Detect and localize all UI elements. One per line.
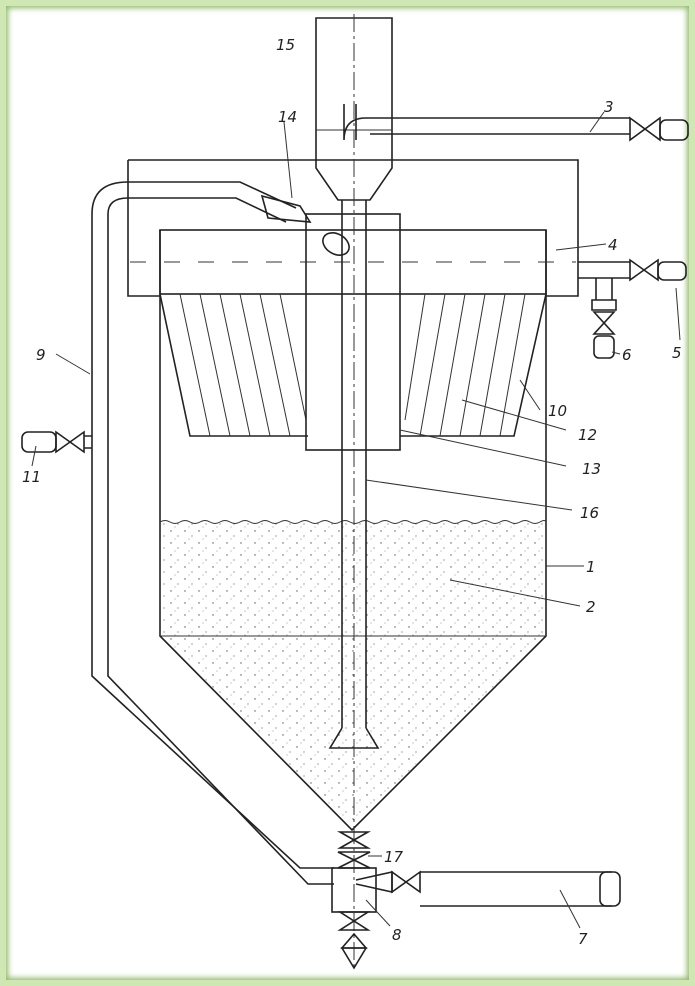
label-4: 4 [608, 236, 618, 254]
central-pipe [328, 14, 380, 970]
label-17: 17 [384, 848, 404, 866]
label-10: 10 [548, 402, 567, 420]
label-14: 14 [278, 108, 297, 126]
leader-lines [31, 111, 681, 929]
reference-numbers: 1 2 3 4 5 6 7 8 9 10 11 12 13 14 15 16 1… [22, 36, 682, 948]
label-12: 12 [578, 426, 597, 444]
label-1: 1 [586, 558, 596, 576]
valve-3 [629, 116, 689, 142]
lamella-separator [159, 293, 547, 437]
bottom-assembly [331, 831, 621, 970]
label-8: 8 [392, 926, 402, 944]
return-pipe [21, 181, 334, 885]
label-3: 3 [604, 98, 614, 116]
top-tank [127, 159, 579, 297]
inclined-pipe [128, 181, 350, 256]
label-13: 13 [582, 460, 601, 478]
vessel-body [159, 230, 547, 832]
label-15: 15 [276, 36, 295, 54]
label-2: 2 [586, 598, 596, 616]
label-11: 11 [22, 468, 41, 486]
label-5: 5 [672, 344, 682, 362]
label-9: 9 [36, 346, 46, 364]
central-sleeve [305, 213, 401, 451]
feed-hopper [315, 17, 630, 201]
label-16: 16 [580, 504, 599, 522]
label-7: 7 [578, 930, 588, 948]
label-6: 6 [622, 346, 632, 364]
overflow-outlet [578, 258, 687, 359]
